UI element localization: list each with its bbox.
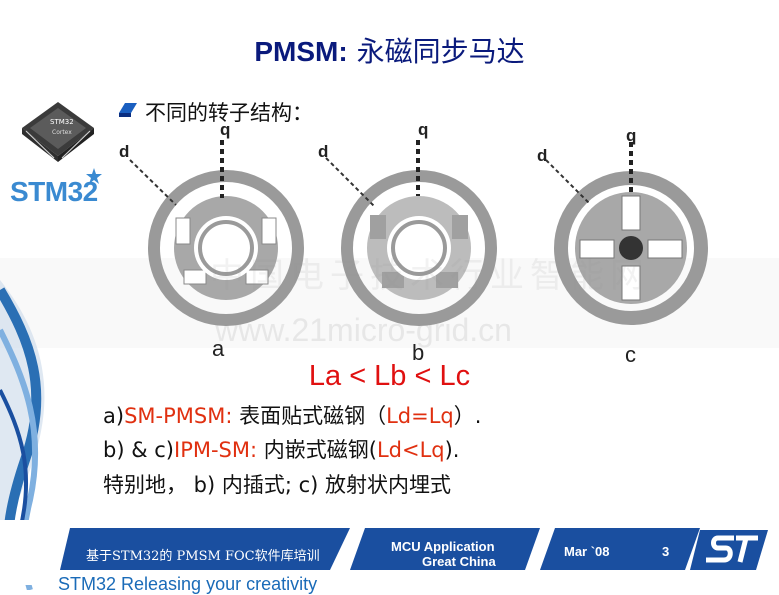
rotor-b-label: b <box>412 340 425 365</box>
rotor-c-d-label: d <box>537 146 548 165</box>
slide-title: PMSM: 永磁同步马达 <box>0 30 779 70</box>
footer-dept-line1: MCU Application <box>391 539 495 554</box>
rotor-a <box>129 140 304 326</box>
bullet-icon <box>119 103 137 117</box>
line-special: 特别地， b) 内插式; c) 放射状内埋式 <box>103 473 452 497</box>
stm32-logo: STM32 <box>10 176 98 207</box>
rotor-a-q-label: q <box>220 120 231 139</box>
line-bc: b) & c)IPM-SM: 内嵌式磁钢(Ld<Lq). <box>103 438 460 462</box>
line-a: a)SM-PMSM: 表面贴式磁钢（Ld=Lq）. <box>103 404 482 428</box>
st-logo-icon <box>690 530 768 570</box>
rotor-a-d-label: d <box>119 142 130 161</box>
rotor-b <box>325 140 497 326</box>
footer-course-title: 基于STM32的 PMSM FOC软件库培训 <box>86 549 320 564</box>
footer-bar <box>0 520 779 585</box>
footer-dept-line2: Great China <box>422 554 496 569</box>
chip-text-1: STM32 <box>50 118 74 126</box>
watermark-cn: 中国电子技术行业智能网 <box>210 256 650 296</box>
title-bold: PMSM: <box>254 36 348 67</box>
rotor-c-q-label: q <box>626 126 637 145</box>
page-number: 3 <box>662 544 670 559</box>
star-icon <box>86 168 102 184</box>
inductance-formula: La < Lb < Lc <box>308 360 471 392</box>
title-rest: 永磁同步马达 <box>347 35 525 68</box>
chip-text-2: Cortex <box>52 129 72 136</box>
rotor-b-q-label: q <box>418 120 429 139</box>
bullet-text: 不同的转子结构： <box>145 101 313 125</box>
rotor-c <box>545 142 708 325</box>
stm32-chip-icon: STM32 Cortex <box>22 102 94 162</box>
rotor-c-label: c <box>625 342 636 367</box>
rotor-a-label: a <box>212 336 225 361</box>
rotor-b-d-label: d <box>318 142 329 161</box>
footer-date: Mar `08 <box>564 544 610 559</box>
watermark-url: www.21micro-grid.cn <box>215 312 512 348</box>
